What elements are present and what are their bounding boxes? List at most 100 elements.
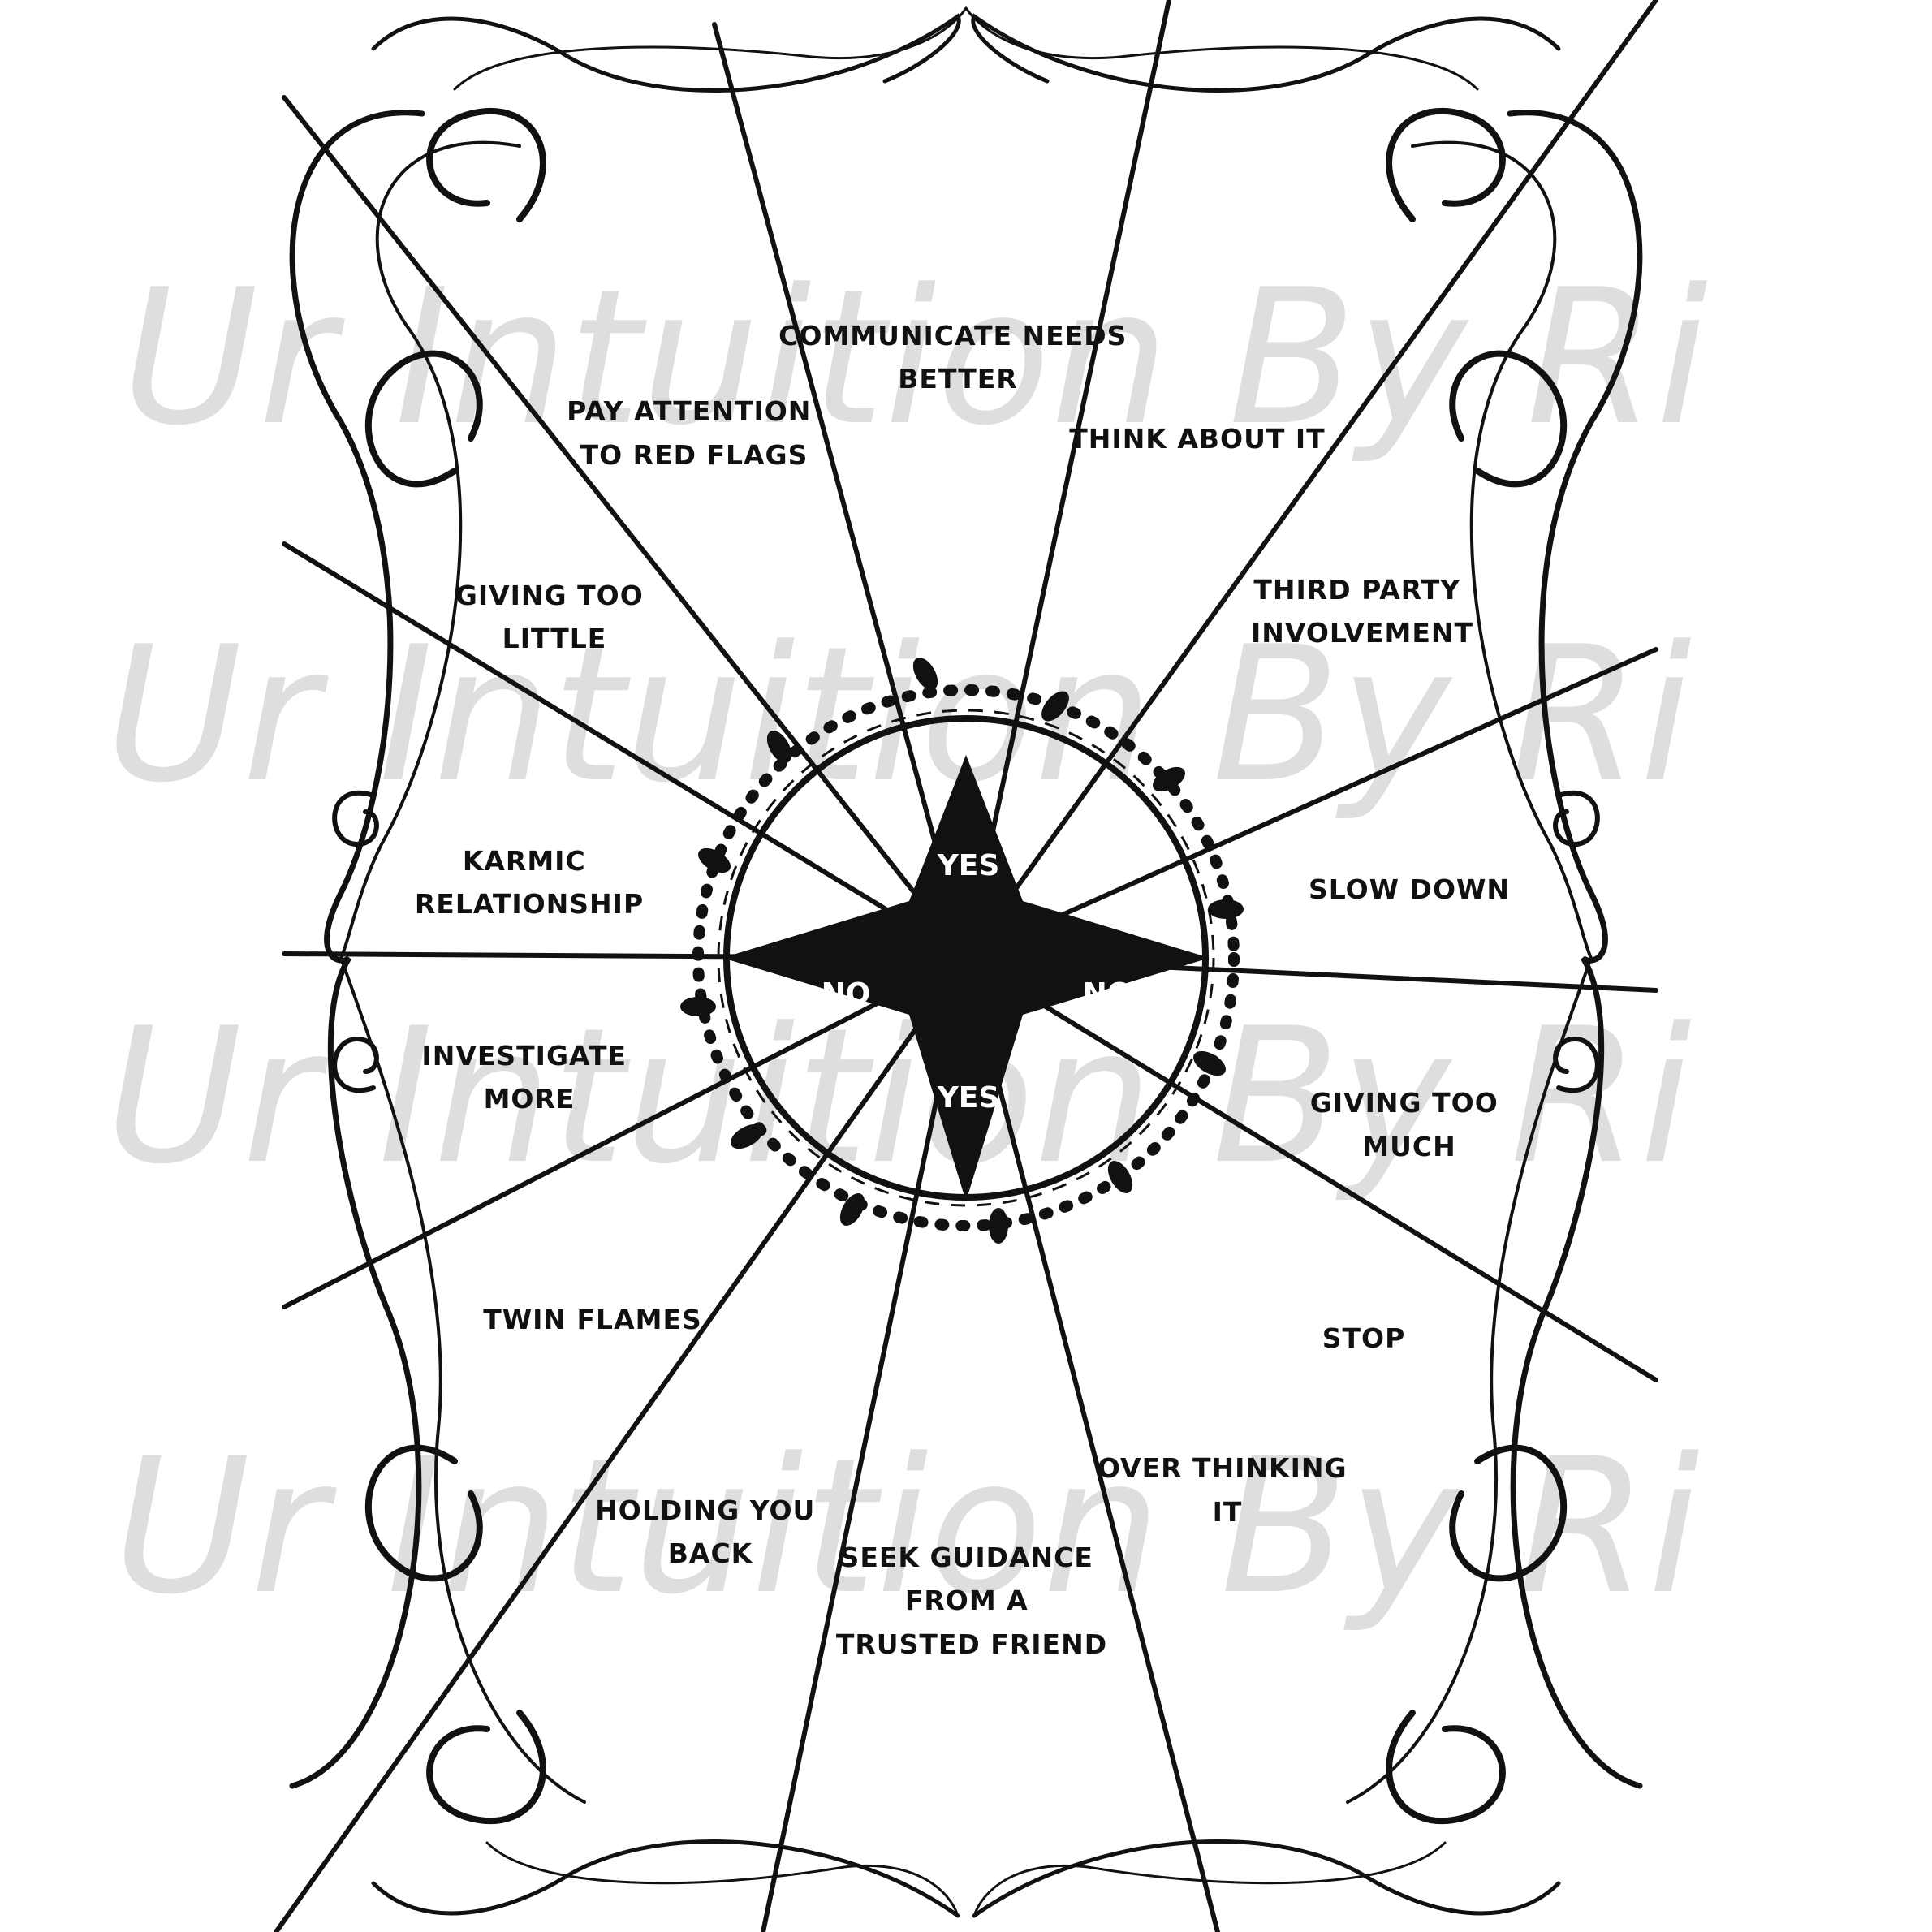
- vine-wreath: [692, 684, 1240, 1231]
- divider-line: [761, 955, 968, 1932]
- label-line: TO RED FLAGS: [580, 439, 809, 471]
- frame-bottom-left-loop: [485, 1841, 960, 1917]
- leaf: [1193, 1050, 1226, 1076]
- segment-label-karmic-relationship: KARMIC RELATIONSHIP: [415, 845, 644, 920]
- watermark-row-1: Ur Intuition By Ri: [122, 250, 1708, 467]
- frame-bottom-right-swirl: [972, 1839, 1561, 1918]
- answer-bottom-yes: YES: [937, 1081, 1000, 1115]
- label-line: PAY ATTENTION: [567, 395, 811, 427]
- label-line: IT: [1213, 1496, 1243, 1528]
- frame-left-inner: [339, 140, 586, 1804]
- frame-bottom-left-swirl: [371, 1839, 960, 1918]
- label-line: FROM A: [905, 1585, 1029, 1616]
- divider-line: [964, 955, 1658, 1382]
- leaf: [1208, 899, 1244, 919]
- answer-top-yes: YES: [937, 849, 1000, 882]
- divider-line: [964, 0, 1658, 960]
- label-line: COMMUNICATE NEEDS: [778, 320, 1127, 351]
- label-line: INVESTIGATE: [421, 1040, 627, 1072]
- divider-line: [274, 955, 968, 1932]
- leaf: [1041, 691, 1069, 722]
- segment-label-stop: STOP: [1322, 1322, 1406, 1354]
- leaf: [989, 1208, 1008, 1244]
- frame-left-hook-mid: [332, 791, 379, 847]
- segment-label-holding-you-back: HOLDING YOU BACK: [595, 1494, 826, 1569]
- leaf: [912, 658, 938, 690]
- frame-right-hook-mid: [1553, 791, 1600, 847]
- divider-line: [282, 95, 968, 960]
- segment-label-giving-too-little: GIVING TOO LITTLE: [455, 580, 654, 654]
- frame-bottom-right-loop: [972, 1841, 1447, 1917]
- segment-labels: COMMUNICATE NEEDS BETTER THINK ABOUT IT …: [415, 320, 1510, 1660]
- leaf: [731, 1123, 763, 1149]
- label-line: BETTER: [898, 363, 1017, 395]
- divider-line: [712, 22, 968, 960]
- answer-left-no: NO: [822, 977, 871, 1011]
- label-line: TWIN FLAMES: [483, 1304, 702, 1335]
- frame-right-hook-low: [1553, 1036, 1600, 1093]
- segment-label-third-party: THIRD PARTY INVOLVEMENT: [1251, 574, 1473, 649]
- divider-line: [964, 955, 1220, 1932]
- label-line: GIVING TOO: [455, 580, 644, 611]
- label-line: THIRD PARTY: [1253, 574, 1460, 606]
- segment-label-slow-down: SLOW DOWN: [1309, 873, 1510, 905]
- answer-right-no: NO: [1083, 977, 1132, 1011]
- leaf: [1153, 766, 1185, 792]
- segment-label-twin-flames: TWIN FLAMES: [483, 1304, 702, 1335]
- label-line: THINK ABOUT IT: [1069, 423, 1325, 455]
- leaf: [698, 847, 731, 873]
- divider-line: [282, 955, 968, 1309]
- segment-label-seek-guidance: SEEK GUIDANCE FROM A TRUSTED FRIEND: [836, 1542, 1107, 1660]
- segment-label-over-thinking: OVER THINKING IT: [1098, 1452, 1357, 1528]
- label-line: HOLDING YOU: [595, 1494, 815, 1526]
- label-line: LITTLE: [502, 623, 607, 654]
- frame-right-curl-upper: [1449, 350, 1568, 488]
- leaf-sprigs: [680, 658, 1244, 1244]
- label-line: SEEK GUIDANCE: [840, 1542, 1093, 1573]
- four-point-star: [722, 755, 1210, 1201]
- divider-line: [964, 647, 1658, 960]
- frame-right-curl-bottom: [1386, 1710, 1506, 1825]
- watermark-row-3: Ur Intuition By Ri: [106, 989, 1692, 1205]
- frame-right-curl-top: [1386, 107, 1506, 222]
- leaf: [766, 731, 792, 763]
- segment-dividers: [274, 0, 1658, 1932]
- frame-left-curl-lower: [364, 1444, 483, 1582]
- label-line: STOP: [1322, 1322, 1406, 1354]
- leaf: [680, 997, 716, 1016]
- label-line: OVER THINKING: [1098, 1452, 1348, 1484]
- frame-right-outer: [1507, 110, 1643, 1789]
- label-line: RELATIONSHIP: [415, 888, 644, 920]
- segment-label-communicate-needs: COMMUNICATE NEEDS BETTER: [778, 320, 1137, 395]
- segment-label-investigate-more: INVESTIGATE MORE: [421, 1040, 636, 1115]
- divider-line: [964, 0, 1171, 960]
- label-line: MUCH: [1362, 1131, 1455, 1162]
- divider-line: [282, 541, 968, 960]
- label-line: TRUSTED FRIEND: [836, 1628, 1107, 1660]
- frame-right-curl-lower: [1449, 1444, 1568, 1582]
- frame-left-outer: [289, 110, 425, 1789]
- frame-left-curl-top: [426, 107, 546, 222]
- center-medallion: YES YES NO NO: [680, 658, 1244, 1244]
- segment-label-pay-attention: PAY ATTENTION TO RED FLAGS: [567, 395, 822, 471]
- label-line: MORE: [484, 1083, 576, 1115]
- segment-label-think-about-it: THINK ABOUT IT: [1069, 423, 1325, 455]
- label-line: BACK: [668, 1537, 753, 1569]
- vine-wreath-inner: [717, 709, 1215, 1207]
- frame-top-right-swirl: [971, 13, 1561, 93]
- frame-top-left-swirl: [371, 13, 961, 93]
- frame-top-right-loop: [964, 6, 1479, 91]
- frame-left-hook-low: [332, 1036, 379, 1093]
- frame-right-inner: [1346, 140, 1593, 1804]
- frame-left-curl-bottom: [426, 1710, 546, 1825]
- frame-left-curl-upper: [364, 350, 483, 488]
- label-line: SLOW DOWN: [1309, 873, 1510, 905]
- ornamental-frame: [289, 6, 1643, 1918]
- watermark-row-4: Ur Intuition By Ri: [114, 1419, 1700, 1636]
- segment-label-giving-too-much: GIVING TOO MUCH: [1310, 1087, 1509, 1162]
- label-line: GIVING TOO: [1310, 1087, 1499, 1119]
- leaf: [839, 1193, 865, 1226]
- label-line: INVOLVEMENT: [1251, 617, 1473, 649]
- label-line: KARMIC: [463, 845, 586, 877]
